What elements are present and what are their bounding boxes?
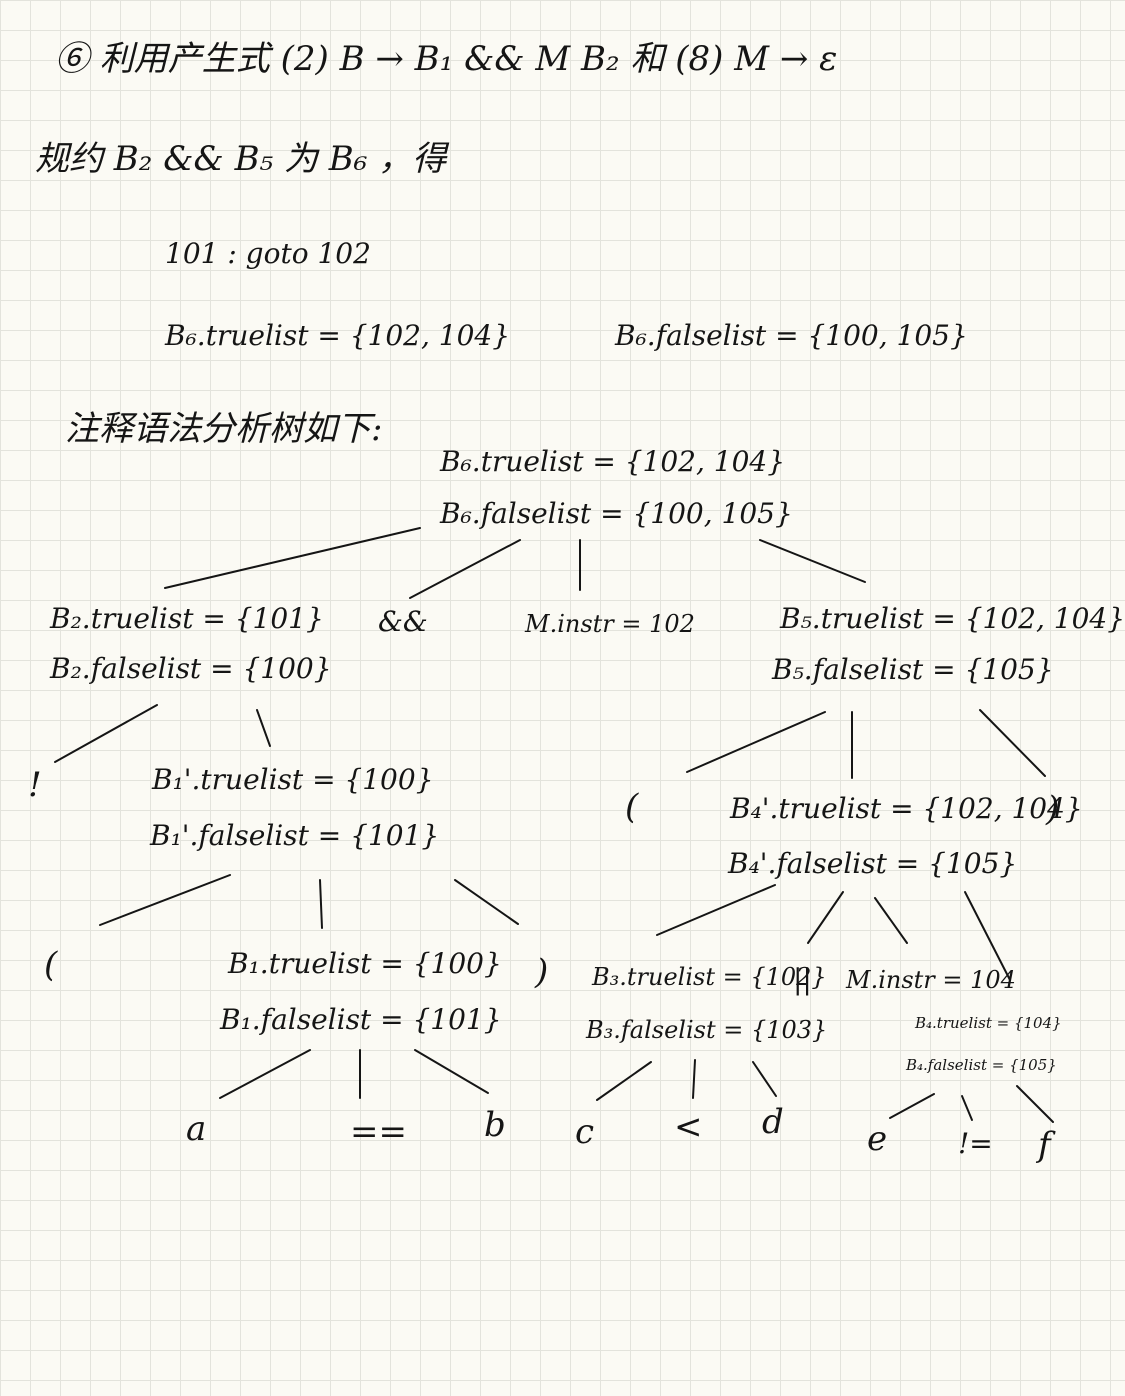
node-not-operator: ! bbox=[28, 765, 42, 805]
node-b1-falselist: B₁.falselist = {101} bbox=[220, 1003, 502, 1036]
node-right-paren-2: ) bbox=[1046, 789, 1060, 829]
node-b5-falselist: B₅.falselist = {105} bbox=[772, 653, 1054, 686]
b6-truelist-text: B₆.truelist = {102, 104} bbox=[165, 319, 511, 352]
leaf-f: f bbox=[1038, 1125, 1051, 1165]
leaf-d: d bbox=[762, 1102, 784, 1142]
node-b4-truelist: B₄.truelist = {104} bbox=[915, 1014, 1062, 1032]
node-right-paren-1: ) bbox=[535, 952, 549, 992]
leaf-b: b bbox=[484, 1105, 506, 1145]
node-or-operator: || bbox=[793, 963, 812, 996]
parse-tree-edges bbox=[54, 527, 1054, 1123]
leaf-c: c bbox=[575, 1112, 595, 1152]
leaf-not-equal: != bbox=[958, 1127, 993, 1160]
node-b1p-truelist: B₁'.truelist = {100} bbox=[152, 763, 434, 796]
node-m-instr-102: M.instr = 102 bbox=[525, 610, 695, 638]
node-left-paren-2: ( bbox=[625, 787, 639, 827]
header-line-2: 规约 B₂ && B₅ 为 B₆ ，得 bbox=[35, 139, 447, 179]
leaf-less-than: < bbox=[674, 1107, 703, 1147]
node-b2-falselist: B₂.falselist = {100} bbox=[50, 652, 332, 685]
node-b6-falselist: B₆.falselist = {100, 105} bbox=[440, 497, 793, 530]
tree-caption: 注释语法分析树如下: bbox=[65, 409, 383, 449]
node-b4-falselist: B₄.falselist = {105} bbox=[906, 1056, 1057, 1074]
node-b3-falselist: B₃.falselist = {103} bbox=[586, 1016, 828, 1044]
leaf-equals: == bbox=[350, 1112, 407, 1152]
node-b6-truelist: B₆.truelist = {102, 104} bbox=[440, 445, 786, 478]
node-b1p-falselist: B₁'.falselist = {101} bbox=[150, 819, 440, 852]
leaf-e: e bbox=[867, 1119, 888, 1159]
node-and-operator: && bbox=[378, 605, 428, 638]
node-b4p-falselist: B₄'.falselist = {105} bbox=[728, 847, 1018, 880]
node-b5-truelist: B₅.truelist = {102, 104} bbox=[780, 602, 1125, 635]
b6-falselist-text: B₆.falselist = {100, 105} bbox=[615, 319, 968, 352]
leaf-a: a bbox=[186, 1109, 207, 1149]
node-left-paren-1: ( bbox=[44, 945, 58, 985]
node-m-instr-104: M.instr = 104 bbox=[846, 966, 1016, 994]
node-b3-truelist: B₃.truelist = {102} bbox=[592, 963, 827, 991]
node-b4p-truelist: B₄'.truelist = {102, 104} bbox=[730, 792, 1083, 825]
node-b1-truelist: B₁.truelist = {100} bbox=[228, 947, 502, 980]
goto-instruction: 101 : goto 102 bbox=[165, 237, 371, 270]
node-b2-truelist: B₂.truelist = {101} bbox=[50, 602, 324, 635]
header-line-1: ⑥ 利用产生式 (2) B → B₁ && M B₂ 和 (8) M → ε bbox=[55, 39, 838, 79]
